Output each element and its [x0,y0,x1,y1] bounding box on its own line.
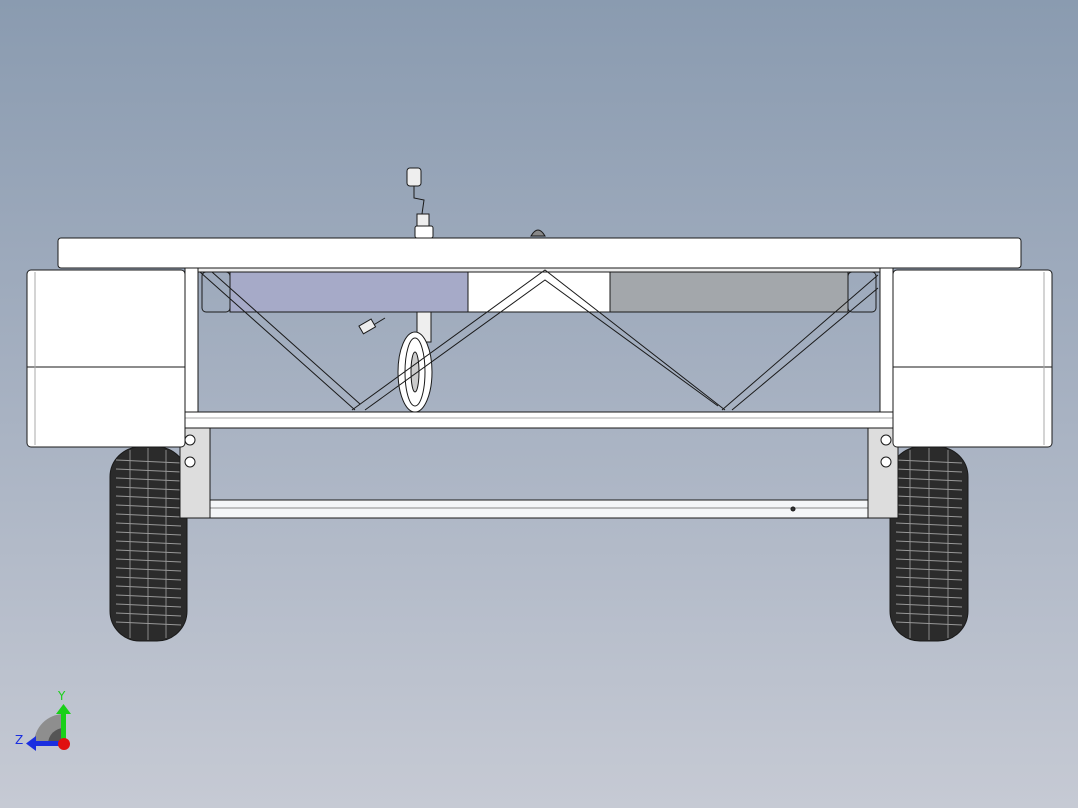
tread-mark [895,576,963,581]
tread-mark [895,603,963,608]
tread-mark [115,486,182,491]
z-axis-arrow [34,741,64,746]
blue-panel [229,271,469,313]
y-axis-arrow [61,712,66,744]
tread-mark [895,558,963,563]
tread-mark [895,486,963,491]
tread-mark [115,495,182,500]
left-fender [26,269,186,448]
jockey-wheel[interactable] [358,311,433,413]
center-panel [467,271,611,313]
tread-mark [895,495,963,500]
tread-mark [115,459,182,464]
z-axis-label: Z [15,733,23,747]
tread-mark [115,621,182,626]
tread-mark [115,540,182,545]
coupling-knob [530,229,546,237]
tread-mark [895,522,963,527]
jockey-handle[interactable] [406,167,434,239]
tread-mark [115,576,182,581]
deck-board [57,237,1022,269]
tread-mark [895,594,963,599]
tread-mark [895,468,963,473]
x-axis-dot [58,738,70,750]
tread-mark [895,513,963,518]
y-axis-label: Y [57,689,66,703]
tread-mark [115,513,182,518]
tread-mark [115,585,182,590]
tread-mark [895,540,963,545]
tread-mark [895,621,963,626]
tread-mark [115,504,182,509]
tread-mark [115,549,182,554]
tread-mark [115,594,182,599]
right-fender [892,269,1053,448]
tread-mark [895,585,963,590]
tread-mark [115,522,182,527]
gray-panel [609,271,849,313]
tread-mark [895,504,963,509]
tread-mark [895,477,963,482]
tread-mark [895,612,963,617]
tread-mark [115,477,182,482]
tread-mark [115,468,182,473]
view-triad[interactable]: Y Z [15,689,71,751]
tread-mark [895,531,963,536]
tread-mark [895,459,963,464]
tread-mark [115,612,182,617]
frame [182,267,896,429]
left-wheel[interactable] [109,446,188,642]
tread-mark [895,567,963,572]
tread-mark [115,603,182,608]
tread-mark [895,549,963,554]
axle[interactable] [194,499,886,519]
tread-mark [115,531,182,536]
tread-mark [115,558,182,563]
tread-mark [115,567,182,572]
